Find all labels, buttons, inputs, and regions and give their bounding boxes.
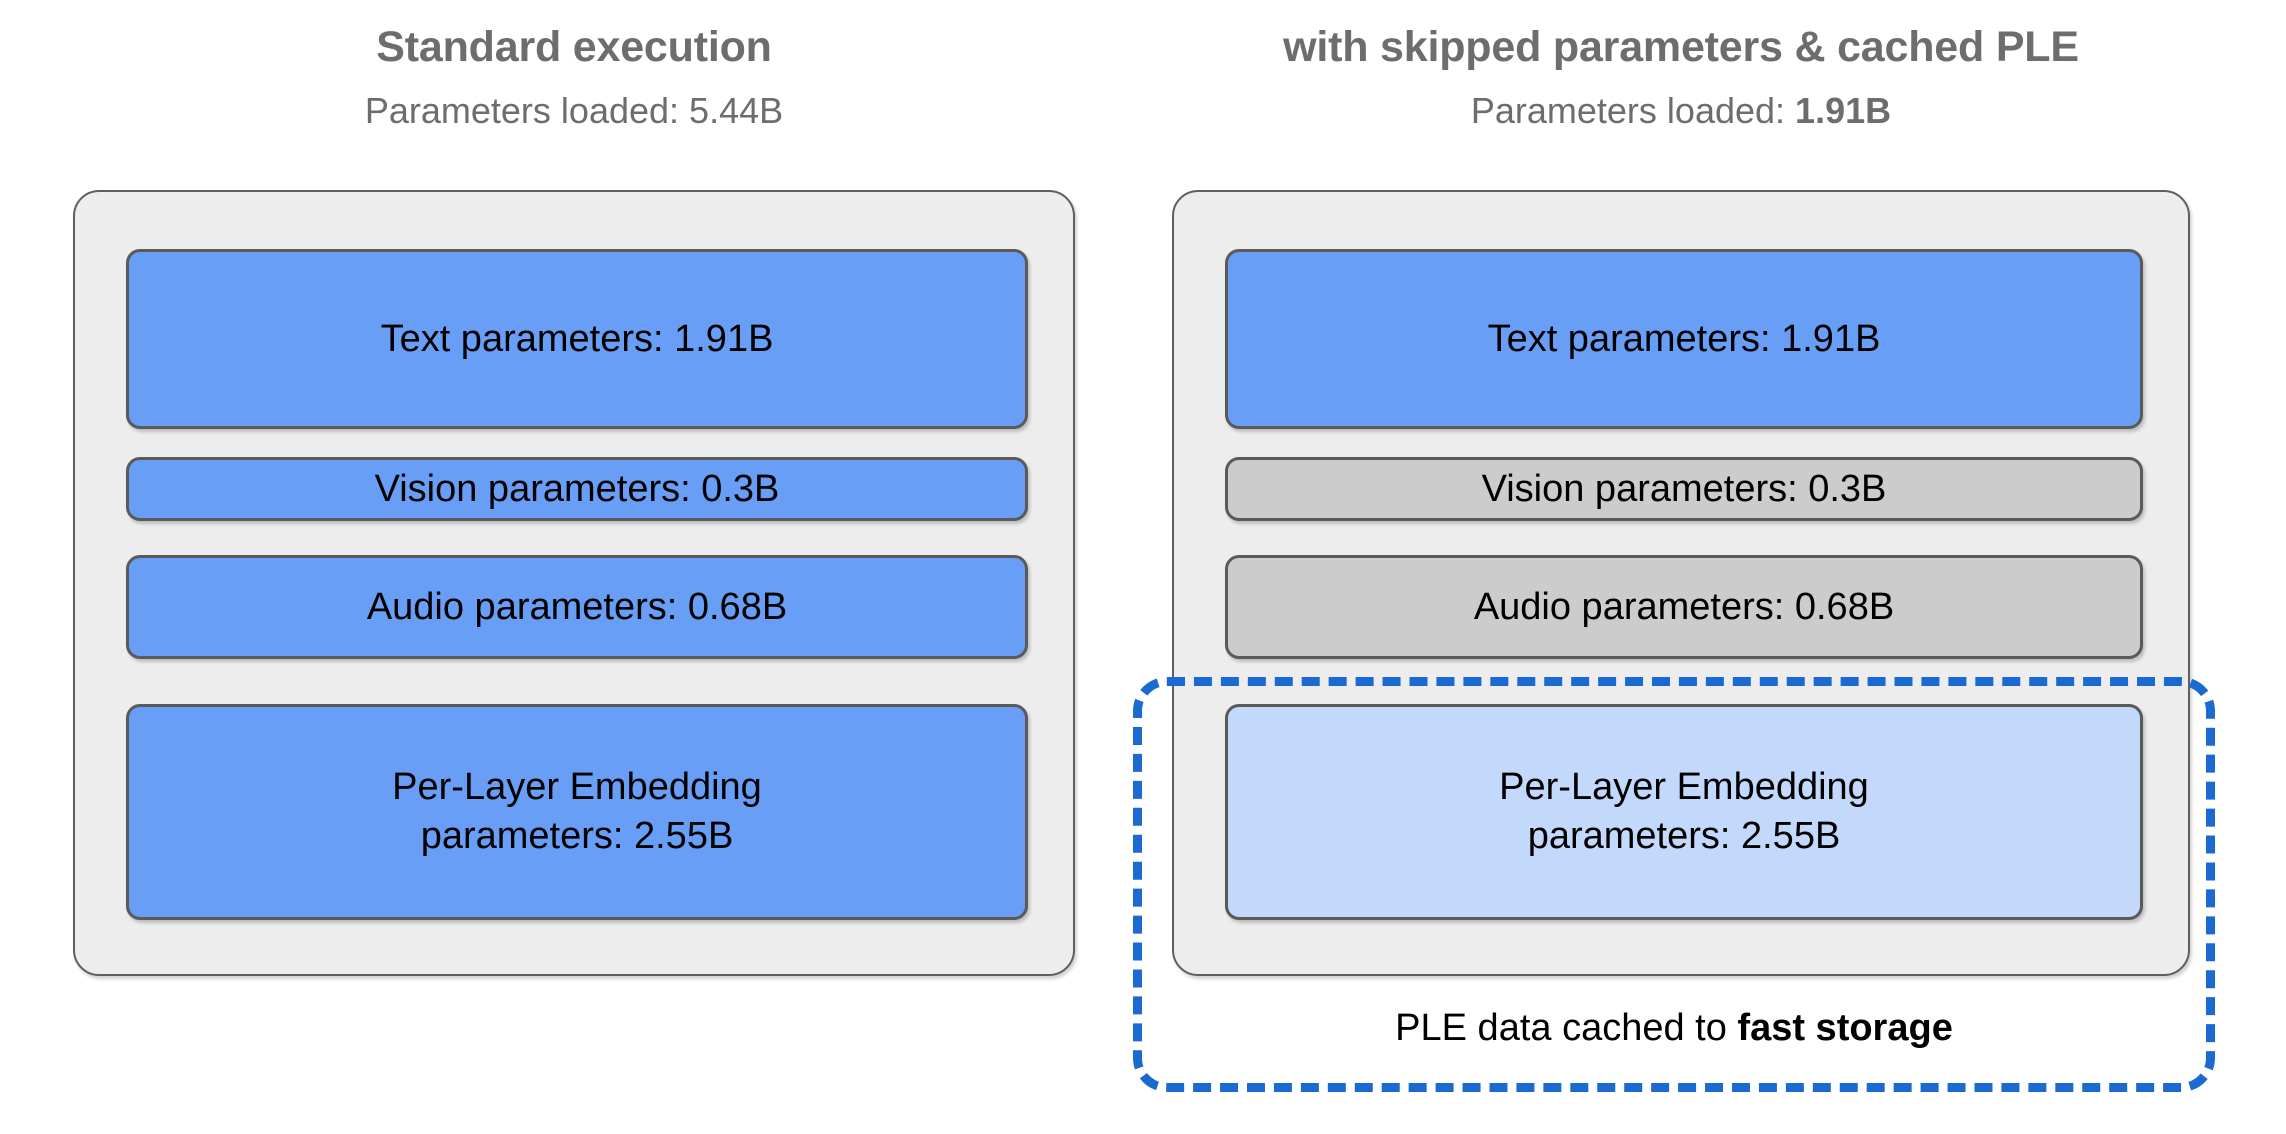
param-box-standard-text: Text parameters: 1.91B xyxy=(126,249,1028,429)
param-box-standard-vision-label: Vision parameters: 0.3B xyxy=(374,467,780,510)
param-box-standard-ple-label-line1: Per-Layer Embedding xyxy=(392,766,762,809)
param-box-cached-ple-label-line1: Per-Layer Embedding xyxy=(1499,766,1869,809)
cache-caption: PLE data cached to fast storage xyxy=(1133,1006,2215,1052)
param-box-cached-ple-label-line2: parameters: 2.55B xyxy=(1527,815,1841,857)
param-box-cached-audio: Audio parameters: 0.68B xyxy=(1225,555,2143,659)
column-title-skipped-cached: with skipped parameters & cached PLE xyxy=(1283,23,2079,71)
column-subtitle-skipped-cached-value: 1.91B xyxy=(1795,90,1892,132)
column-subtitle-standard-value: 5.44B xyxy=(689,90,784,132)
param-box-cached-vision-label: Vision parameters: 0.3B xyxy=(1481,467,1887,510)
cache-caption-emphasis: fast storage xyxy=(1737,1007,1953,1049)
column-subtitle-standard-prefix: Parameters loaded: xyxy=(364,90,690,132)
param-box-standard-audio-label: Audio parameters: 0.68B xyxy=(366,585,788,628)
param-box-standard-audio: Audio parameters: 0.68B xyxy=(126,555,1028,659)
param-box-standard-ple-label-line2: parameters: 2.55B xyxy=(420,815,734,857)
param-box-cached-audio-label: Audio parameters: 0.68B xyxy=(1473,585,1895,628)
column-header-skipped-cached: with skipped parameters & cached PLE Par… xyxy=(1172,23,2190,131)
column-title-standard: Standard execution xyxy=(376,23,772,71)
param-box-cached-vision: Vision parameters: 0.3B xyxy=(1225,457,2143,521)
param-box-standard-ple: Per-Layer Embedding parameters: 2.55B xyxy=(126,704,1028,920)
column-header-standard: Standard execution Parameters loaded: 5.… xyxy=(73,23,1075,131)
column-subtitle-skipped-cached-prefix: Parameters loaded: xyxy=(1470,90,1796,132)
cache-caption-prefix: PLE data cached to xyxy=(1395,1007,1738,1049)
panel-skipped-cached: Text parameters: 1.91B Vision parameters… xyxy=(1172,190,2190,976)
param-box-cached-text-label: Text parameters: 1.91B xyxy=(1487,317,1881,360)
param-box-standard-vision: Vision parameters: 0.3B xyxy=(126,457,1028,521)
param-box-cached-text: Text parameters: 1.91B xyxy=(1225,249,2143,429)
column-subtitle-skipped-cached: Parameters loaded: 1.91B xyxy=(1172,91,2190,131)
column-subtitle-standard: Parameters loaded: 5.44B xyxy=(73,91,1075,131)
param-box-standard-text-label: Text parameters: 1.91B xyxy=(380,317,774,360)
panel-standard-execution: Text parameters: 1.91B Vision parameters… xyxy=(73,190,1075,976)
param-box-cached-ple: Per-Layer Embedding parameters: 2.55B xyxy=(1225,704,2143,920)
